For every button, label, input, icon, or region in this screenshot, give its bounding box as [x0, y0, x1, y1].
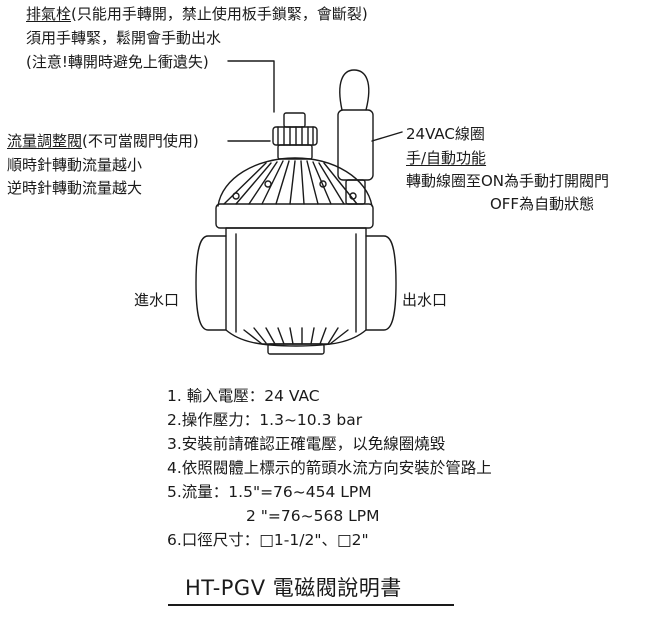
- coil-note-on: 轉動線圈至ON為手動打開閥門: [406, 172, 610, 190]
- flow-control-line-2: 順時針轉動流量越小: [7, 156, 143, 174]
- coil-note-function: 手/自動功能: [406, 149, 487, 167]
- flow-control-knob: [272, 126, 318, 146]
- spec-flow-direction: 4.依照閥體上標示的箭頭水流方向安裝於管路上: [167, 459, 492, 477]
- flow-control-line-3: 逆時針轉動流量越大: [7, 179, 143, 197]
- flow-control-warning: (不可當閥門使用): [82, 132, 199, 150]
- coil-note-title: 24VAC線圈: [406, 125, 485, 143]
- bleed-screw-heading: 排氣栓: [26, 5, 72, 23]
- bleed-screw: [283, 112, 306, 128]
- bleed-screw-note: 排氣栓(只能用手轉開，禁止使用板手鎖緊，會斷裂): [26, 4, 368, 24]
- outlet-port: [365, 235, 397, 331]
- flow-control-heading: 流量調整閥: [7, 132, 83, 150]
- inlet-label: 進水口: [134, 291, 180, 309]
- spec-size: 6.口徑尺寸：□1-1/2"、□2": [167, 531, 369, 549]
- flow-control-note: 流量調整閥(不可當閥門使用): [7, 131, 199, 151]
- outlet-label: 出水口: [402, 291, 448, 309]
- coil-leader: [371, 131, 403, 142]
- inlet-port: [195, 235, 227, 331]
- bleed-screw-leader: [227, 60, 275, 113]
- bonnet-ring: [215, 203, 374, 229]
- bleed-screw-line-2: 須用手轉緊，鬆開會手動出水: [26, 29, 222, 47]
- valve-body: [225, 227, 367, 347]
- spec-flow-rate-2in: 2 "=76~568 LPM: [246, 507, 380, 525]
- coil-wire: [339, 69, 370, 111]
- spec-flow-rate: 5.流量：1.5"=76~454 LPM: [167, 483, 372, 501]
- drain-cap: [267, 343, 325, 355]
- spec-pressure: 2.操作壓力：1.3~10.3 bar: [167, 411, 363, 429]
- bleed-screw-line-3: (注意!轉開時避免上衝遺失): [26, 53, 209, 71]
- title-underline: [168, 604, 454, 606]
- page-title: HT-PGV 電磁閥說明書: [185, 576, 402, 600]
- bleed-screw-warning: (只能用手轉開，禁止使用板手鎖緊，會斷裂): [71, 5, 368, 23]
- spec-voltage: 1. 輸入電壓：24 VAC: [167, 387, 320, 405]
- spec-confirm-voltage: 3.安裝前請確認正確電壓，以免線圈燒毀: [167, 435, 446, 453]
- bonnet-dome: [217, 157, 373, 207]
- coil-note-off: OFF為自動狀態: [490, 195, 595, 213]
